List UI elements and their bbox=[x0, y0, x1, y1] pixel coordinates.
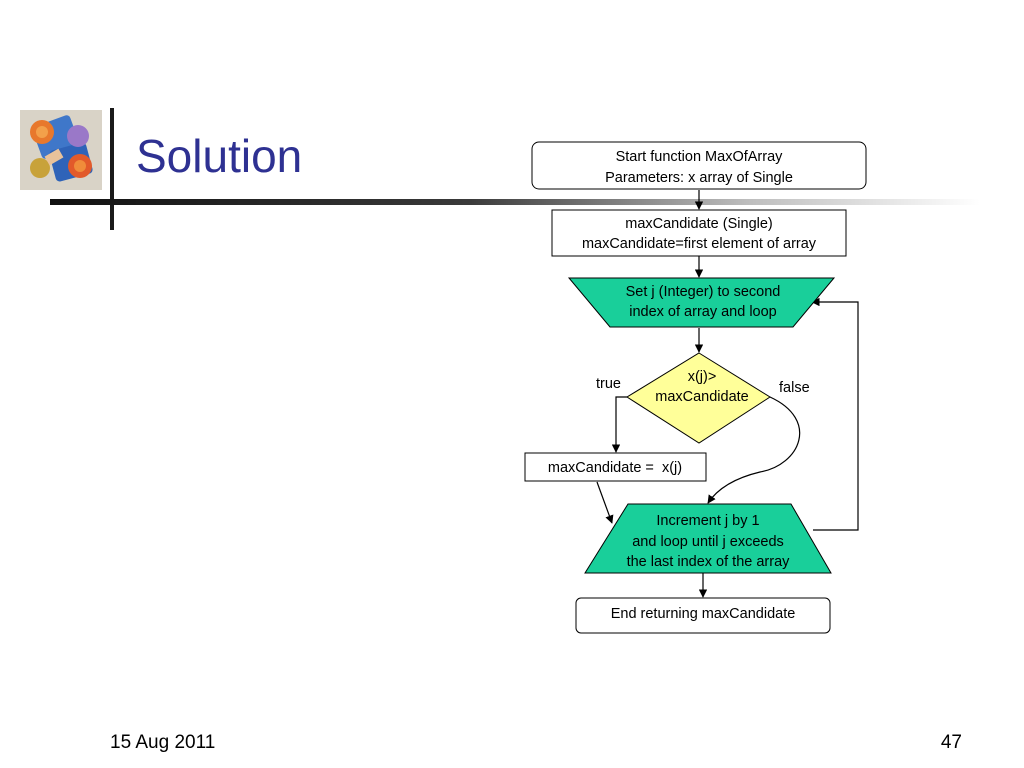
start-node: Start function MaxOfArray Parameters: x … bbox=[531, 141, 867, 190]
declare-line-1: maxCandidate (Single) bbox=[625, 216, 773, 232]
arrow-loop-back bbox=[811, 297, 859, 531]
end-node: End returning maxCandidate bbox=[575, 597, 831, 634]
slide-number: 47 bbox=[940, 732, 962, 753]
loop-end-line-2: and loop until j exceeds bbox=[632, 534, 784, 550]
title-vertical-bar bbox=[110, 108, 114, 230]
decision-node: x(j)> maxCandidate bbox=[626, 352, 771, 444]
declare-node: maxCandidate (Single) maxCandidate=first… bbox=[551, 209, 847, 257]
loop-start-line-2: index of array and loop bbox=[629, 304, 777, 320]
flow-connectors bbox=[596, 190, 859, 598]
loop-start-node: Set j (Integer) to second index of array… bbox=[567, 277, 836, 328]
logo-image bbox=[20, 110, 102, 190]
assign-node: maxCandidate = x(j) bbox=[524, 452, 707, 482]
decision-line-2: maxCandidate bbox=[655, 389, 749, 405]
start-line-1: Start function MaxOfArray bbox=[616, 149, 784, 165]
decision-line-1: x(j)> bbox=[688, 369, 717, 385]
arrow-assign-to-loop-end bbox=[596, 481, 614, 524]
title-underline-rule bbox=[50, 199, 980, 205]
loop-end-line-1: Increment j by 1 bbox=[656, 513, 759, 529]
footer-date: 15 Aug 2011 bbox=[110, 732, 216, 753]
loop-end-node: Increment j by 1 and loop until j exceed… bbox=[584, 503, 832, 574]
arrow-decision-false-to-loop-end bbox=[707, 396, 801, 504]
declare-line-2: maxCandidate=first element of array bbox=[582, 236, 817, 252]
arrow-decision-true-to-assign bbox=[611, 396, 627, 453]
slide-title: Solution bbox=[136, 130, 303, 182]
label-true: true bbox=[596, 376, 621, 392]
loop-end-line-3: the last index of the array bbox=[627, 554, 791, 570]
start-line-2: Parameters: x array of Single bbox=[605, 170, 793, 186]
loop-start-line-1: Set j (Integer) to second bbox=[626, 284, 781, 300]
end-text: End returning maxCandidate bbox=[611, 606, 796, 622]
assign-text: maxCandidate = x(j) bbox=[548, 460, 682, 476]
label-false: false bbox=[779, 380, 810, 396]
